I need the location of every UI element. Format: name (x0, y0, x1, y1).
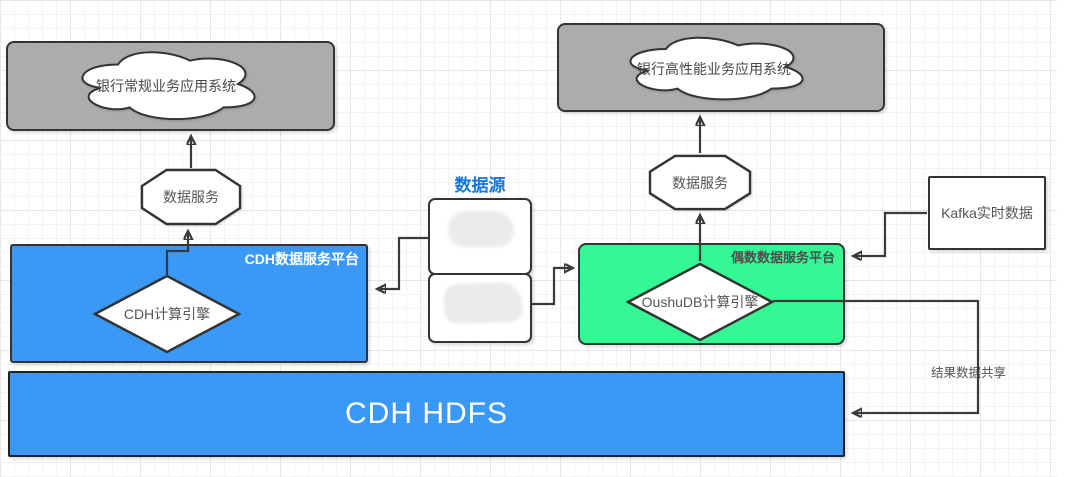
result-share-label: 结果数据共享 (931, 366, 1007, 380)
arrow-kafka-to-oushu (854, 211, 927, 256)
data-source-title: 数据源 (454, 176, 506, 195)
bank-highperf-cloud-label: 银行高性能业务应用系统 (637, 61, 791, 77)
redacted-logo-blob (448, 211, 514, 247)
cdh-hdfs-label: CDH HDFS (345, 397, 508, 430)
oushu-engine-diamond[interactable]: OushuDB计算引擎 (626, 262, 774, 342)
data-service-octagon-right[interactable]: 数据服务 (648, 154, 752, 211)
arrow-datasource-to-oushu (531, 268, 572, 306)
cloud-shape-icon (70, 45, 262, 123)
data-source-box-bottom[interactable] (428, 273, 532, 343)
redacted-logo-blob (443, 281, 523, 325)
cdh-platform-title: CDH数据服务平台 (244, 251, 359, 267)
cdh-hdfs-bar[interactable]: CDH HDFS (8, 371, 845, 457)
octagon-shape-icon (648, 154, 752, 211)
kafka-label: Kafka实时数据 (941, 205, 1033, 221)
data-source-box-top[interactable] (428, 198, 532, 275)
data-service-label-right: 数据服务 (672, 174, 728, 191)
data-service-label-left: 数据服务 (163, 189, 219, 205)
kafka-box[interactable]: Kafka实时数据 (928, 176, 1046, 250)
arrow-datasource-to-cdh (378, 236, 429, 289)
cdh-engine-label: CDH计算引擎 (123, 306, 211, 322)
oushu-engine-label: OushuDB计算引擎 (641, 294, 759, 310)
octagon-shape-icon (140, 168, 242, 226)
cloud-shape-icon (618, 31, 810, 103)
diamond-shape-icon (626, 262, 774, 342)
bank-highperf-cloud[interactable]: 银行高性能业务应用系统 (618, 31, 810, 103)
bank-regular-cloud[interactable]: 银行常规业务应用系统 (70, 45, 262, 123)
diamond-shape-icon (93, 274, 241, 354)
cdh-engine-diamond[interactable]: CDH计算引擎 (93, 274, 241, 354)
data-service-octagon-left[interactable]: 数据服务 (140, 168, 242, 226)
oushu-platform-title: 偶数数据服务平台 (730, 250, 835, 265)
bank-regular-cloud-label: 银行常规业务应用系统 (96, 78, 236, 94)
